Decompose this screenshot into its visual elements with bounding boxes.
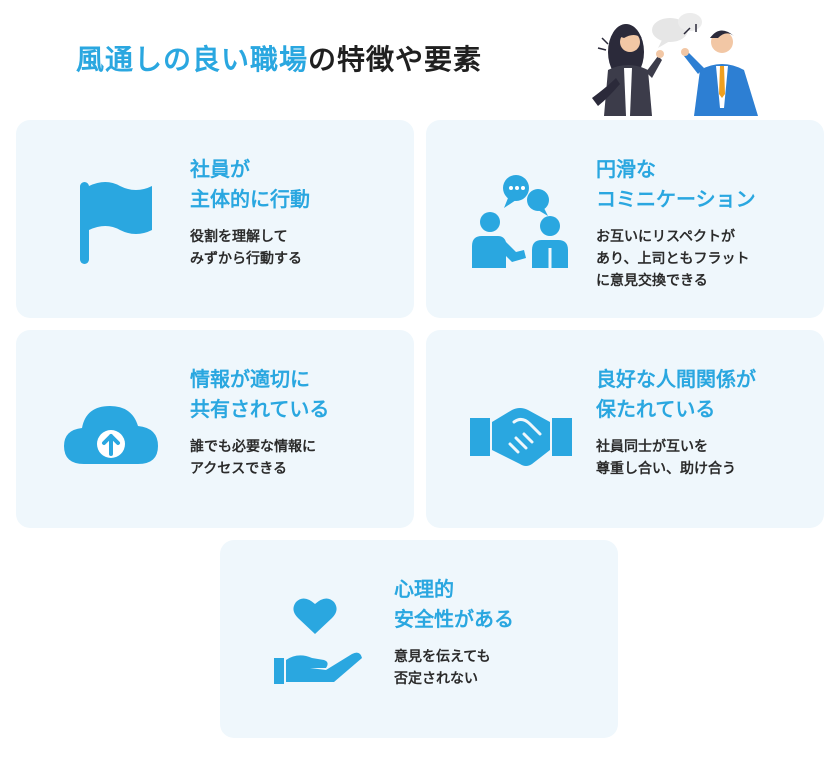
card-description-line: 意見を伝えても — [394, 649, 491, 665]
card-title-line: 安全性がある — [394, 607, 514, 631]
card-description: お互いにリスペクトが あり、上司ともフラット に意見交換できる — [596, 226, 811, 292]
office-workers-illustration — [592, 13, 758, 116]
card-description: 役割を理解して みずから行動する — [190, 226, 405, 270]
flag-icon — [80, 182, 152, 264]
card-title: 良好な人間関係が 保たれている — [596, 364, 811, 424]
conversation-icon — [472, 175, 568, 268]
page-title: 風通しの良い職場の特徴や要素 — [76, 38, 482, 78]
card-title-line: 心理的 — [394, 577, 454, 601]
card-description-line: 役割を理解して — [190, 229, 288, 245]
card-description-line: お互いにリスペクトが — [596, 229, 736, 245]
card-description: 意見を伝えても 否定されない — [394, 646, 609, 690]
feature-card-info-sharing: 情報が適切に 共有されている 誰でも必要な情報に アクセスできる — [16, 330, 414, 528]
card-title: 心理的 安全性がある — [394, 574, 609, 634]
feature-card-psychological-safety: 心理的 安全性がある 意見を伝えても 否定されない — [220, 540, 618, 738]
page-title-accent: 風通しの良い職場 — [76, 43, 309, 76]
card-title-line: 主体的に行動 — [190, 187, 310, 211]
card-description: 社員同士が互いを 尊重し合い、助け合う — [596, 436, 811, 480]
card-description-line: アクセスできる — [190, 461, 288, 477]
cloud-upload-icon — [64, 406, 158, 464]
card-description-line: 尊重し合い、助け合う — [596, 461, 736, 477]
card-description-line: あり、上司ともフラット — [596, 251, 750, 267]
heart-hand-icon — [274, 598, 362, 684]
card-title-line: 社員が — [190, 157, 250, 181]
feature-card-proactive: 社員が 主体的に行動 役割を理解して みずから行動する — [16, 120, 414, 318]
card-description-line: 誰でも必要な情報に — [190, 439, 316, 455]
feature-card-relationships: 良好な人間関係が 保たれている 社員同士が互いを 尊重し合い、助け合う — [426, 330, 824, 528]
card-title-line: 良好な人間関係が — [596, 367, 756, 391]
card-title-line: コミニケーション — [596, 187, 756, 211]
card-description-line: 否定されない — [394, 671, 478, 687]
card-title: 円滑な コミニケーション — [596, 154, 811, 214]
card-title: 情報が適切に 共有されている — [190, 364, 405, 424]
card-title: 社員が 主体的に行動 — [190, 154, 405, 214]
card-description-line: みずから行動する — [190, 251, 302, 267]
handshake-icon — [470, 408, 572, 466]
card-description-line: 社員同士が互いを — [596, 439, 708, 455]
card-title-line: 共有されている — [190, 397, 330, 421]
card-title-line: 保たれている — [596, 397, 716, 421]
feature-card-communication: 円滑な コミニケーション お互いにリスペクトが あり、上司ともフラット に意見交… — [426, 120, 824, 318]
card-description: 誰でも必要な情報に アクセスできる — [190, 436, 405, 480]
card-title-line: 円滑な — [596, 157, 656, 181]
page-title-rest: の特徴や要素 — [308, 43, 483, 76]
card-description-line: に意見交換できる — [596, 273, 708, 289]
card-title-line: 情報が適切に — [190, 367, 310, 391]
